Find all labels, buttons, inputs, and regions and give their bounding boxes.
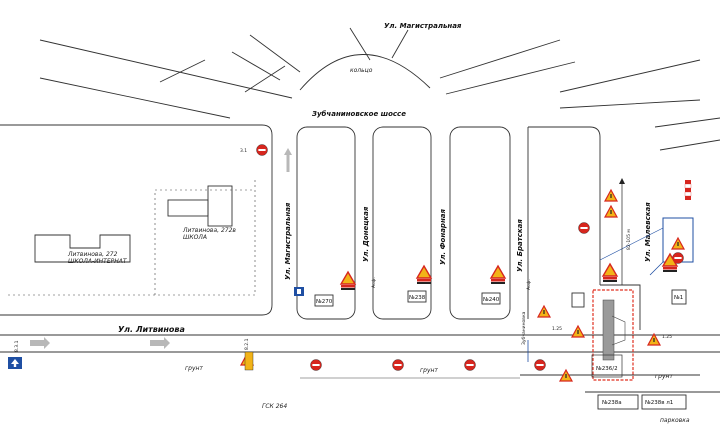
yellow-plate	[244, 351, 254, 371]
striped-pole	[662, 180, 692, 273]
ground-label-3: грунт	[655, 373, 673, 380]
no-entry-signs	[256, 144, 590, 371]
street-magistralnaya-vertical: Ул. Магистральная	[284, 202, 292, 280]
stop-270-box	[314, 294, 334, 307]
legend-a: 8.3.1	[14, 340, 20, 352]
asphalt-label-1: Асф.	[371, 277, 377, 288]
sign-code-3: 1.25	[662, 334, 672, 340]
gsk-label: ГСК 264	[262, 403, 287, 410]
sign-code-2: 1.25	[552, 326, 562, 332]
distance-marker: 82-105 м	[619, 178, 632, 285]
stop-270-label: №270	[316, 299, 333, 305]
distance-label: 82-105 м	[626, 229, 632, 250]
sign-code-1: 3.1	[240, 148, 247, 154]
traffic-arrows	[30, 148, 292, 349]
worksite-box-label: №236/2	[596, 366, 618, 372]
zubchaninovka-label: Зубчаниновка	[521, 311, 527, 345]
street-donetskaya: Ул. Донецкая	[362, 206, 370, 262]
misc-labels: ГСК 264 грунт грунт грунт Асф. Асф. Зубч…	[185, 277, 690, 424]
parking-label: парковка	[660, 417, 690, 424]
sign-codes: 3.1 1.25 1.25 8.3.1 8.2.1	[14, 148, 672, 352]
city-blocks	[0, 117, 720, 393]
ring-label: кольцо	[350, 67, 373, 74]
legend-b: 8.2.1	[244, 338, 250, 350]
ground-label-1: грунт	[185, 365, 203, 372]
stop-238-label: №238	[409, 295, 426, 301]
ground-label-2: грунт	[420, 367, 438, 374]
box-238b-label: №238в л1	[645, 400, 673, 406]
bus-stops: №270 №238 №240 №1 №238а №238в л1	[314, 289, 687, 410]
asphalt-label-2: Асф.	[526, 279, 532, 290]
road-barriers	[340, 265, 506, 291]
info-signs	[8, 217, 694, 369]
street-litvinova: Ул. Литвинова	[118, 325, 185, 334]
street-bratskaya: Ул. Братская	[516, 219, 524, 272]
box-238a-label: №238а	[602, 400, 622, 406]
upper-roads	[39, 27, 701, 119]
work-zone: №236/2	[591, 263, 634, 381]
box-236-label: №1	[674, 295, 683, 301]
street-fonarnaya: Ул. Фонарная	[439, 208, 447, 265]
street-zubchaninovskoe: Зубчаниновское шоссе	[312, 110, 406, 118]
street-malevskaya: Ул. Малевская	[644, 202, 652, 262]
street-labels: Ул. Магистральная кольцо Зубчаниновское …	[118, 22, 652, 334]
stop-240-label: №240	[483, 297, 500, 303]
street-magistralnaya-top: Ул. Магистральная	[384, 22, 462, 30]
